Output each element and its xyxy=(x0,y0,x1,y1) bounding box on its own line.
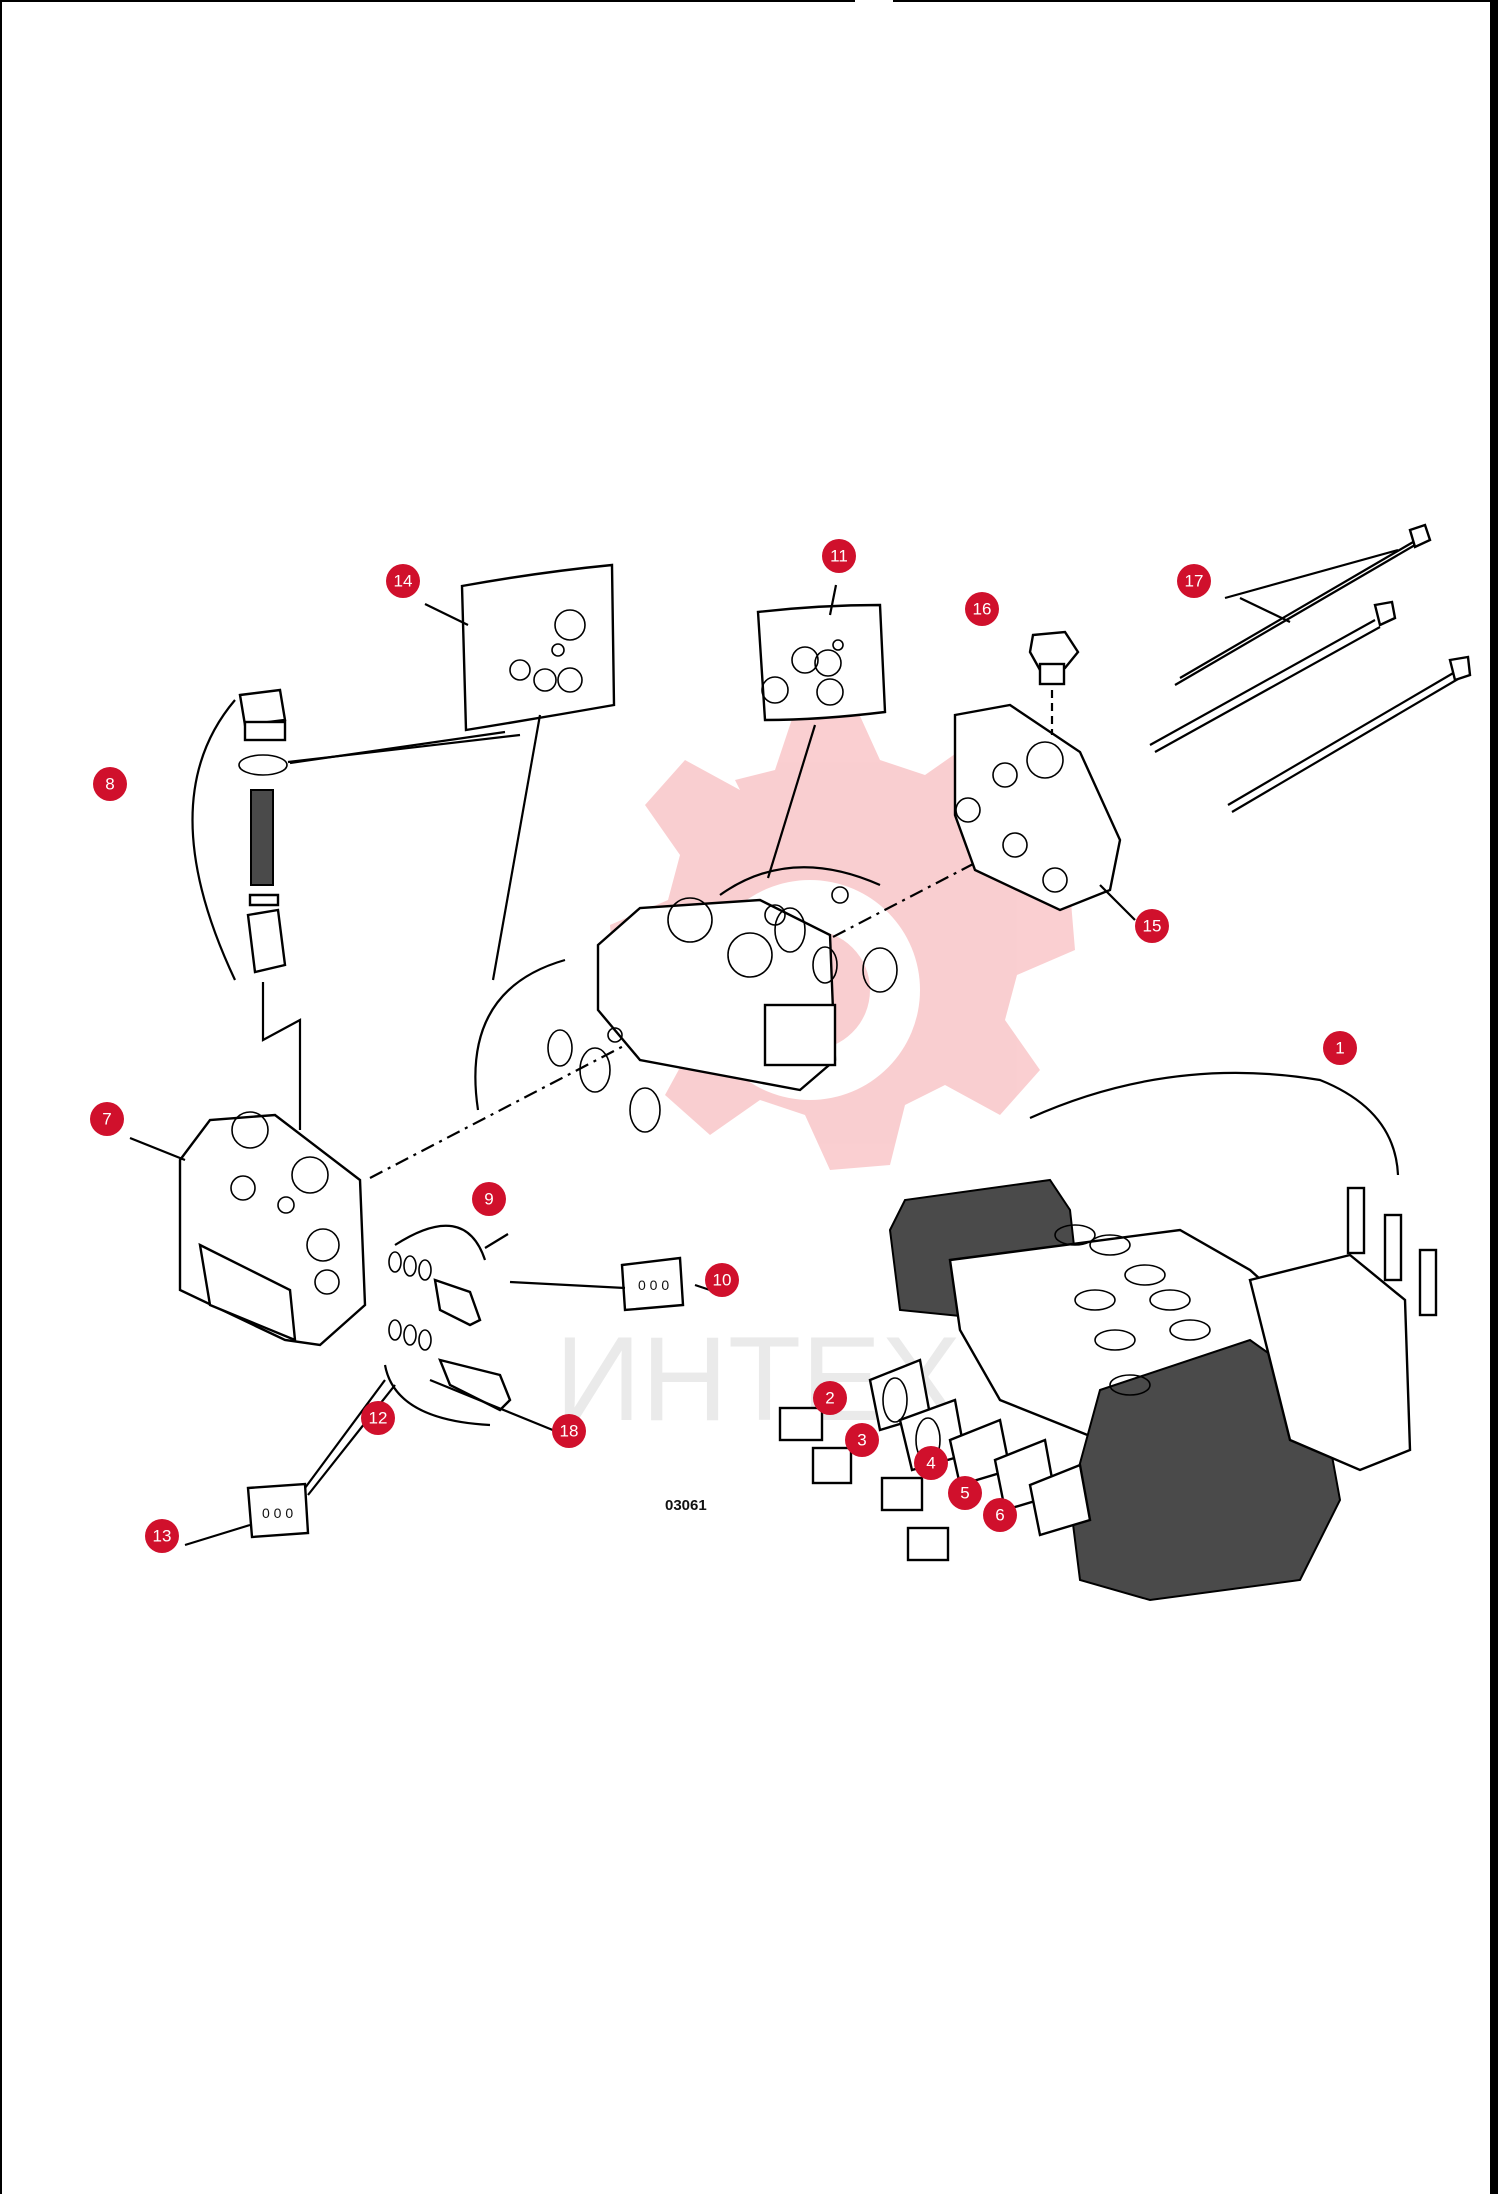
callout-15[interactable]: 15 xyxy=(1135,909,1169,943)
left-border xyxy=(0,0,2,2194)
warning-labels xyxy=(778,1406,950,1562)
top-border-right xyxy=(893,0,1498,2)
callout-6[interactable]: 6 xyxy=(983,1498,1017,1532)
right-border-black xyxy=(1490,0,1498,2194)
callout-2[interactable]: 2 xyxy=(813,1381,847,1415)
svg-text:0 0 0: 0 0 0 xyxy=(638,1277,669,1293)
relief-valve-9 xyxy=(388,1224,509,1327)
svg-text:2: 2 xyxy=(825,1389,834,1408)
relief-valve-18 xyxy=(383,1319,566,1437)
figure-code: 03061 xyxy=(665,1497,707,1514)
svg-text:5: 5 xyxy=(960,1484,969,1503)
callout-1[interactable]: 1 xyxy=(1323,1031,1357,1065)
callout-8[interactable]: 8 xyxy=(93,767,127,801)
svg-text:7: 7 xyxy=(102,1110,111,1129)
callout-3[interactable]: 3 xyxy=(845,1423,879,1457)
svg-text:4: 4 xyxy=(926,1454,935,1473)
svg-text:11: 11 xyxy=(830,547,848,566)
callout-17[interactable]: 17 xyxy=(1177,564,1211,598)
svg-text:9: 9 xyxy=(484,1190,493,1209)
svg-text:18: 18 xyxy=(560,1422,579,1441)
callout-7[interactable]: 7 xyxy=(90,1102,124,1136)
svg-text:12: 12 xyxy=(369,1409,388,1428)
callout-11[interactable]: 11 xyxy=(822,539,856,573)
outlet-cover-15 xyxy=(953,703,1136,921)
top-border-left xyxy=(0,0,855,2)
control-section-exploded xyxy=(474,866,898,1133)
callout-5[interactable]: 5 xyxy=(948,1476,982,1510)
callout-13[interactable]: 13 xyxy=(145,1519,179,1553)
svg-text:16: 16 xyxy=(973,600,992,619)
svg-text:6: 6 xyxy=(995,1506,1004,1525)
svg-text:0 0 0: 0 0 0 xyxy=(262,1505,293,1521)
callout-12[interactable]: 12 xyxy=(361,1401,395,1435)
svg-text:8: 8 xyxy=(105,775,114,794)
callout-14[interactable]: 14 xyxy=(386,564,420,598)
tie-rods-17 xyxy=(1149,523,1472,813)
svg-text:14: 14 xyxy=(394,572,413,591)
callout-4[interactable]: 4 xyxy=(914,1446,948,1480)
gasket-kit-card-11 xyxy=(756,603,887,722)
callout-18[interactable]: 18 xyxy=(552,1414,586,1448)
callout-16[interactable]: 16 xyxy=(965,592,999,626)
svg-text:10: 10 xyxy=(713,1271,732,1290)
inlet-cover-body-7 xyxy=(178,1111,367,1347)
svg-text:3: 3 xyxy=(857,1431,866,1450)
seal-kit-card-13: 0 0 0 xyxy=(184,1379,396,1547)
seal-kit-card-10: 0 0 0 xyxy=(509,1256,711,1312)
svg-text:13: 13 xyxy=(153,1527,172,1546)
relief-valve-cartridge-8 xyxy=(191,688,521,1130)
svg-text:17: 17 xyxy=(1185,572,1204,591)
gasket-kit-card-14 xyxy=(460,563,616,732)
plug-16 xyxy=(1028,630,1080,735)
control-valve-assembly-1 xyxy=(868,1071,1438,1602)
callout-9[interactable]: 9 xyxy=(472,1182,506,1216)
svg-text:1: 1 xyxy=(1335,1039,1344,1058)
svg-text:15: 15 xyxy=(1143,917,1162,936)
callout-10[interactable]: 10 xyxy=(705,1263,739,1297)
